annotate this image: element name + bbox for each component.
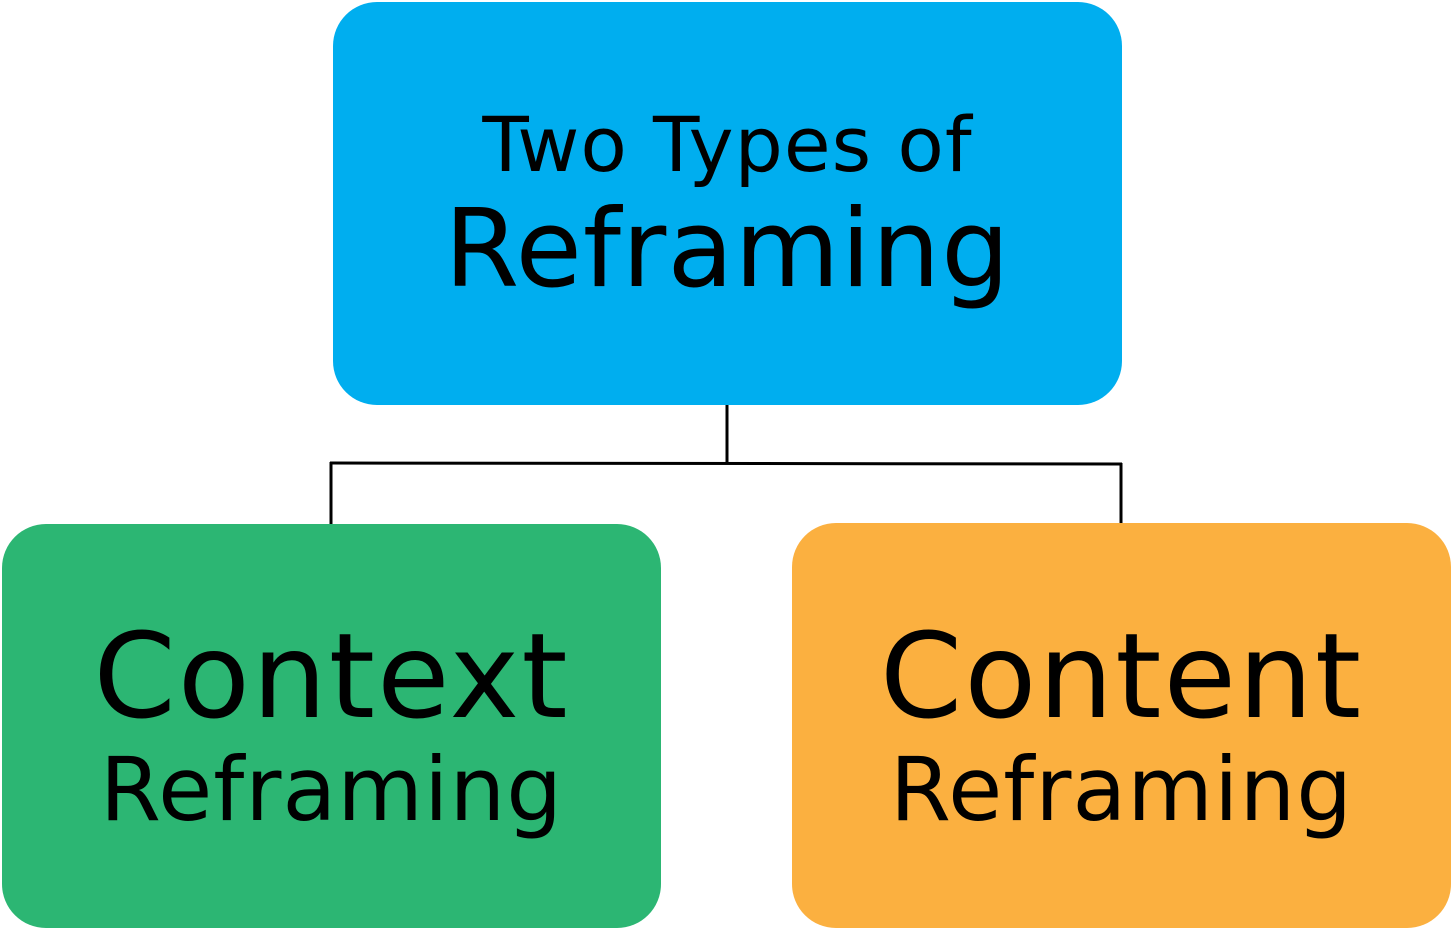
left-node-line1: Context	[93, 607, 570, 745]
right-node-line2: Reframing	[889, 737, 1354, 841]
connector-bar	[329, 461, 1123, 466]
child-node-context-reframing: Context Reframing	[2, 524, 661, 928]
right-node-line1: Content	[879, 606, 1364, 745]
root-node-line2: Reframing	[444, 186, 1011, 312]
root-node-two-types-of-reframing: Two Types of Reframing	[333, 2, 1122, 405]
child-node-content-reframing: Content Reframing	[792, 523, 1451, 928]
root-node-line1: Two Types of	[482, 99, 973, 189]
left-node-line2: Reframing	[99, 738, 564, 841]
